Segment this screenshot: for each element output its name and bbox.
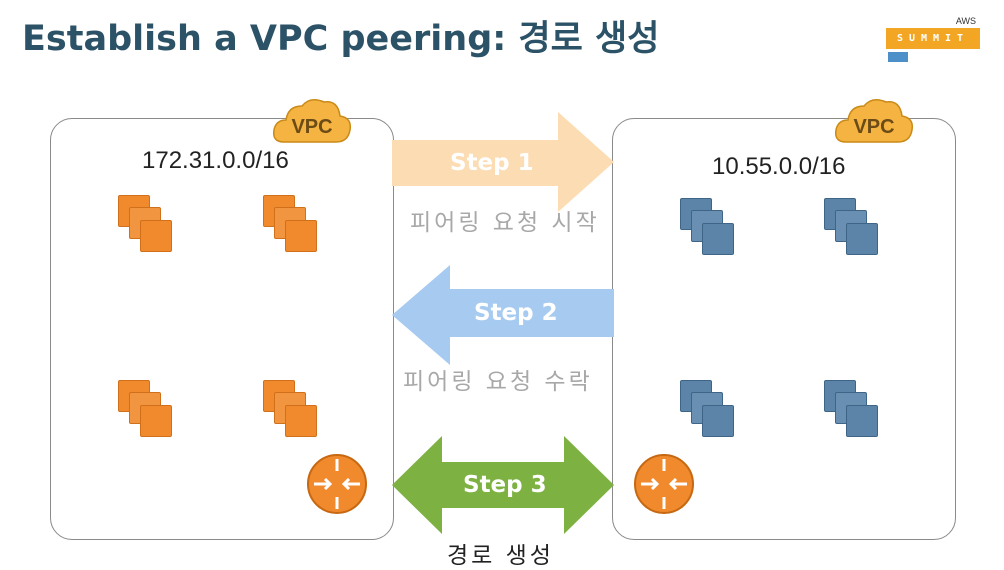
- step-3-arrow: [392, 436, 614, 534]
- ec2-instances-icon: [680, 198, 738, 262]
- ec2-instances-icon: [263, 380, 321, 444]
- logo-tag: [888, 52, 908, 62]
- ec2-instances-icon: [680, 380, 738, 444]
- left-vpc-cidr: 172.31.0.0/16: [142, 147, 289, 174]
- vpc-cloud-icon: VPC: [270, 94, 354, 146]
- vpc-cloud-label: VPC: [291, 116, 333, 138]
- step-2-arrow: [392, 265, 614, 365]
- ec2-instances-icon: [824, 198, 882, 262]
- logo-bar: SUMMIT: [886, 28, 980, 49]
- ec2-instances-icon: [118, 380, 176, 444]
- vpc-cloud-label: VPC: [853, 116, 895, 138]
- step-3-caption: 경로 생성: [447, 543, 554, 569]
- ec2-instances-icon: [263, 195, 321, 259]
- router-icon: [633, 453, 695, 515]
- step-1-caption: 피어링 요청 시작: [410, 210, 600, 236]
- aws-summit-logo: AWS SUMMIT: [886, 16, 980, 64]
- page-title: Establish a VPC peering: 경로 생성: [22, 19, 660, 59]
- logo-aws-text: AWS: [955, 16, 976, 26]
- ec2-instances-icon: [118, 195, 176, 259]
- step-1-arrow: [392, 112, 614, 212]
- right-vpc-cidr: 10.55.0.0/16: [712, 153, 846, 180]
- step-2-caption: 피어링 요청 수락: [403, 369, 593, 395]
- step-1-label: Step 1: [450, 150, 534, 176]
- vpc-cloud-icon: VPC: [832, 94, 916, 146]
- ec2-instances-icon: [824, 380, 882, 444]
- logo-summit-text: SUMMIT: [896, 33, 970, 44]
- step-2-label: Step 2: [474, 300, 558, 326]
- router-icon: [306, 453, 368, 515]
- step-3-label: Step 3: [463, 472, 547, 498]
